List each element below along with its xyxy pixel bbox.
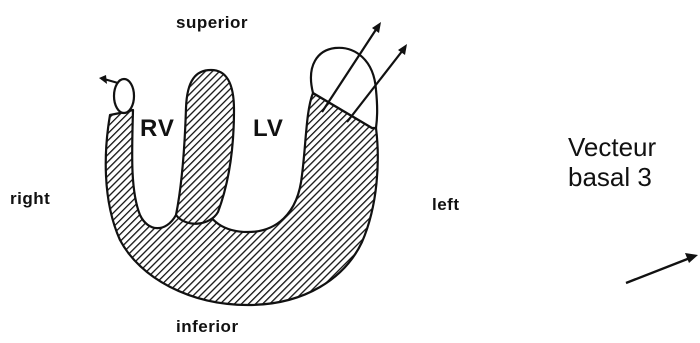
- vector-caption-line2: basal 3: [568, 163, 656, 193]
- basal-vector-arrow-shaft: [626, 258, 690, 283]
- label-superior: superior: [176, 14, 248, 31]
- interventricular-septum: [176, 70, 234, 224]
- rv-outflow-ring: [114, 79, 134, 113]
- vector-caption: Vecteur basal 3: [568, 133, 656, 193]
- label-lv: LV: [253, 117, 284, 141]
- lv-arrow-1-head: [372, 22, 381, 33]
- label-rv: RV: [140, 117, 175, 141]
- rv-arrow-head: [99, 75, 107, 84]
- label-right: right: [10, 190, 50, 207]
- label-inferior: inferior: [176, 318, 239, 335]
- label-left: left: [432, 196, 460, 213]
- vector-caption-line1: Vecteur: [568, 133, 656, 163]
